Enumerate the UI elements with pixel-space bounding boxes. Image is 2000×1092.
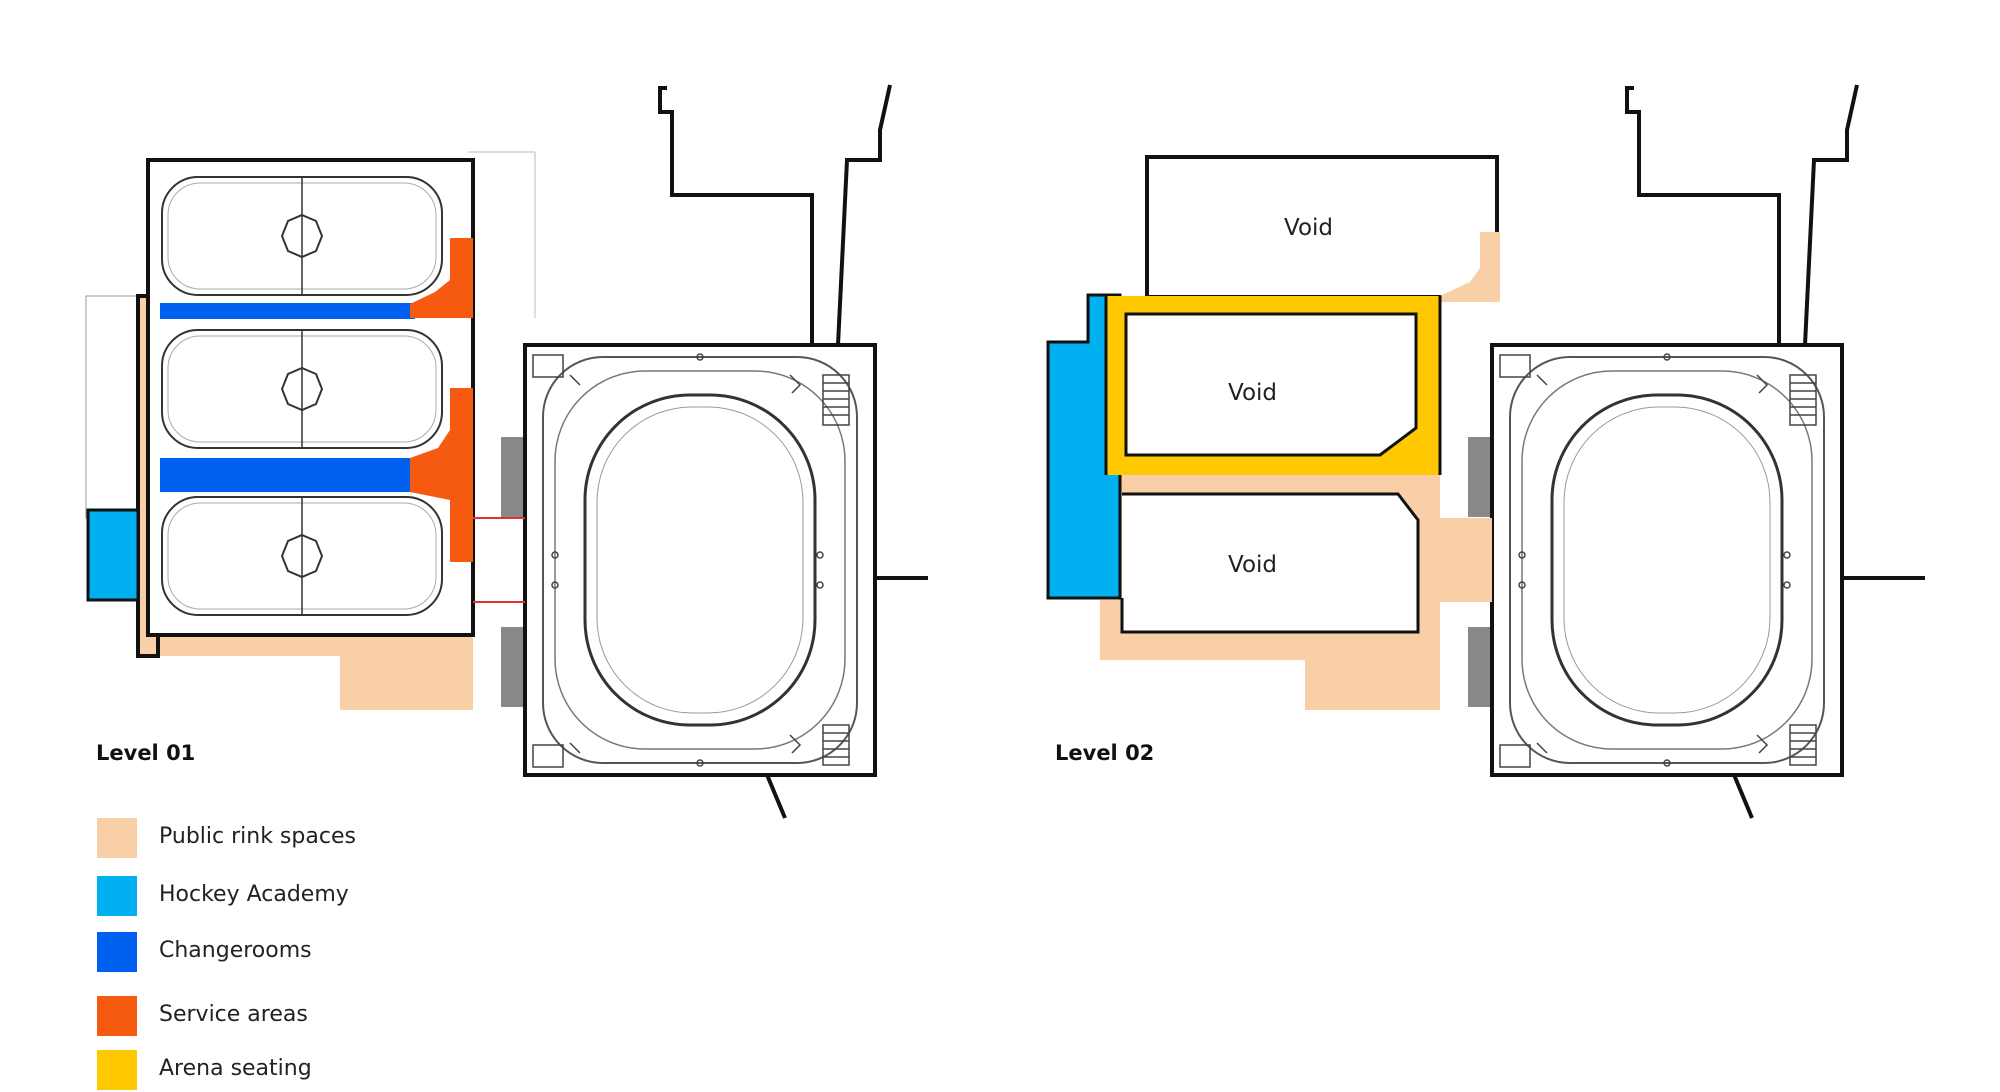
level-02-label: Level 02 — [1055, 741, 1154, 765]
legend-label: Public rink spaces — [159, 824, 356, 849]
legend-item-hockey-academy: Hockey Academy — [97, 876, 517, 918]
legend-swatch — [97, 818, 137, 858]
legend-item-public-rink: Public rink spaces — [97, 818, 517, 860]
legend-swatch — [97, 932, 137, 972]
legend-label: Changerooms — [159, 938, 312, 963]
legend-item-service-areas: Service areas — [97, 996, 517, 1038]
void-label: Void — [1228, 552, 1277, 578]
legend-label: Hockey Academy — [159, 882, 349, 907]
legend-swatch — [97, 1050, 137, 1090]
legend-swatch — [97, 876, 137, 916]
legend-item-changerooms: Changerooms — [97, 932, 517, 974]
legend-label: Service areas — [159, 1002, 308, 1027]
void-label: Void — [1284, 215, 1333, 241]
legend-swatch — [97, 996, 137, 1036]
legend-label: Arena seating — [159, 1056, 312, 1081]
level-01-plan: Level 01 — [85, 84, 928, 819]
level-01-label: Level 01 — [96, 741, 195, 765]
level-02-plan: Void Void Void Level 02 — [1046, 84, 1925, 819]
legend-item-arena-seating: Arena seating — [97, 1050, 517, 1092]
void-label: Void — [1228, 380, 1277, 406]
